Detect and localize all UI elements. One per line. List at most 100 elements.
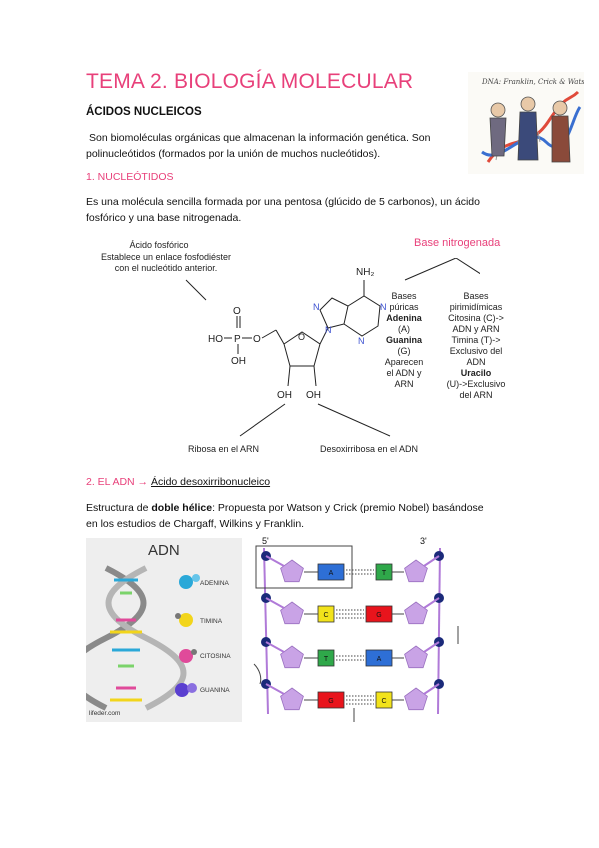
nucleotidos-line-1: Es una molécula sencilla formada por una… [86,196,480,208]
base-left [317,605,335,623]
label-adenina: ADENINA [200,580,229,587]
sugar-oh-left: OH [277,390,292,401]
intro-paragraph: Son biomoléculas orgánicas que almacenan… [86,130,430,162]
purinas-line: el ADN y [386,368,422,378]
lifeder-credit: lifeder.com [89,710,121,717]
base-n3: N [380,302,387,312]
sugar-ring [283,331,321,367]
phosphate-o-top: O [233,306,241,317]
acid-label: Ácido fosfórico [129,240,189,250]
double-helix [86,565,200,711]
sugar-right [404,687,428,711]
backbone-link-left [265,597,285,609]
purinas-line: Aparecen [384,357,424,367]
adn-image-title: ADN [148,542,180,559]
desoxi-label: Desoxirribosa en el ADN [320,444,419,454]
purinas-guanina: Guanina [385,335,422,345]
header-illustration: DNA: Franklin, Crick & Watson 1953 [468,72,599,174]
backbone-link-right [423,641,440,653]
nucleotidos-line-2: fosfórico y una base nitrogenada. [86,212,242,224]
acid-desc: Establece un enlace fosfodiéster con el … [86,252,246,274]
base-letter-right: T [382,570,387,577]
pirimidinas-column: Bases pirimidímicas Citosina (C)-> ADN y… [436,291,516,401]
arrow-ribosa [239,403,286,437]
pirimidinas-line: Bases [463,291,489,301]
intro-line-1: Son biomoléculas orgánicas que almacenan… [89,132,431,144]
adn-heading-text: 2. EL ADN → [86,476,149,488]
intro-line-2: polinucleótidos (formados por la unión d… [86,148,381,160]
ring-o: O [298,332,305,342]
base-letter-left: T [324,656,329,663]
purinas-line: (G) [397,346,411,356]
acid-desc-line-2: con el nucleótido anterior. [114,263,218,273]
base-right [375,691,393,709]
page-title: TEMA 2. BIOLOGÍA MOLECULAR [86,70,414,93]
three-prime-label: 3' [420,536,427,546]
adn-illustration: ADN ADENINA TIMINA CITOSINA GUANINA life… [86,538,242,722]
purinas-line: ARN [394,379,414,389]
backbone-link-left [265,641,285,653]
pirimidinas-line: ADN y ARN [452,324,500,334]
arrow-desoxi [317,403,391,437]
scientists-sketch: DNA: Franklin, Crick & Watson 1953 [468,72,599,174]
arrow-base-left [404,258,457,281]
adn-line-2: en los estudios de Chargaff, Wilkins y F… [86,518,305,530]
purinas-line: Bases [391,291,417,301]
pirimidinas-citosina: Citosina (C)-> [448,313,504,323]
base-right [375,563,393,581]
arrow-acid [185,279,207,301]
adn-line-1-pre: Estructura de [86,502,152,514]
pirimidinas-line: (U)->Exclusivo [446,379,506,389]
base-left [317,563,345,581]
purinas-line: púricas [389,302,419,312]
section-heading-nucleotidos: 1. NUCLEÓTIDOS [86,171,174,183]
base-pyrimidine [343,295,381,337]
base-label: Base nitrogenada [414,237,501,249]
phosphate-o-link: O [253,334,261,345]
pirimidinas-line: Exclusivo del [449,346,503,356]
label-citosina: CITOSINA [200,653,231,660]
purinas-column: Bases púricas Adenina (A) Guanina (G) Ap… [375,291,433,390]
base-right [365,605,393,623]
section-heading-adn: 2. EL ADN → Ácido desoxirribonucleico [86,476,270,488]
label-guanina: GUANINA [200,687,230,694]
pirimidinas-line: ADN [466,357,486,367]
sketch-caption: DNA: Franklin, Crick & Watson 1953 [481,78,584,86]
sugar-left [280,645,304,669]
ribosa-label: Ribosa en el ARN [188,444,260,454]
label-timina: TIMINA [200,618,223,625]
sugar-left [280,687,304,711]
pirimidinas-uracilo: Uracilo [460,368,492,378]
adn-line-1: Estructura de doble hélice: Propuesta po… [86,500,484,516]
backbone-link-left [265,555,285,567]
base-letter-right: A [377,656,382,663]
adn-line-1-post: : Propuesta por Watson y Crick (premio N… [212,502,484,514]
adenina-molecule-icon [179,574,200,589]
sugar-oh-right: OH [306,390,321,401]
base-right [365,649,393,667]
backbone-link-right [423,683,440,695]
five-prime-label: 5' [262,536,269,546]
phosphate-ho: HO [208,334,223,345]
sugar-right [404,601,428,625]
acid-desc-line-1: Establece un enlace fosfodiéster [100,252,232,262]
citosina-molecule-icon [179,649,197,663]
base-nh2: NH₂ [356,267,374,278]
base-n2: N [313,302,320,312]
arrow-base-right [455,258,480,275]
adn-heading-link[interactable]: Ácido desoxirribonucleico [150,476,271,488]
base-left [317,649,335,667]
base-letter-left: C [323,612,328,619]
phosphate-p: P [234,334,241,345]
base-letter-right: C [381,698,386,705]
pirimidinas-timina: Timina (T)-> [451,335,501,345]
guanina-molecule-icon [175,683,197,697]
base-letter-left: A [329,570,334,577]
base-n1: N [325,325,332,335]
sugar-right [404,645,428,669]
adn-paragraph: Estructura de doble hélice: Propuesta po… [86,500,484,532]
sugar-left [280,601,304,625]
adn-line-1-bold: doble hélice [151,502,213,514]
sugar-left [280,559,304,583]
